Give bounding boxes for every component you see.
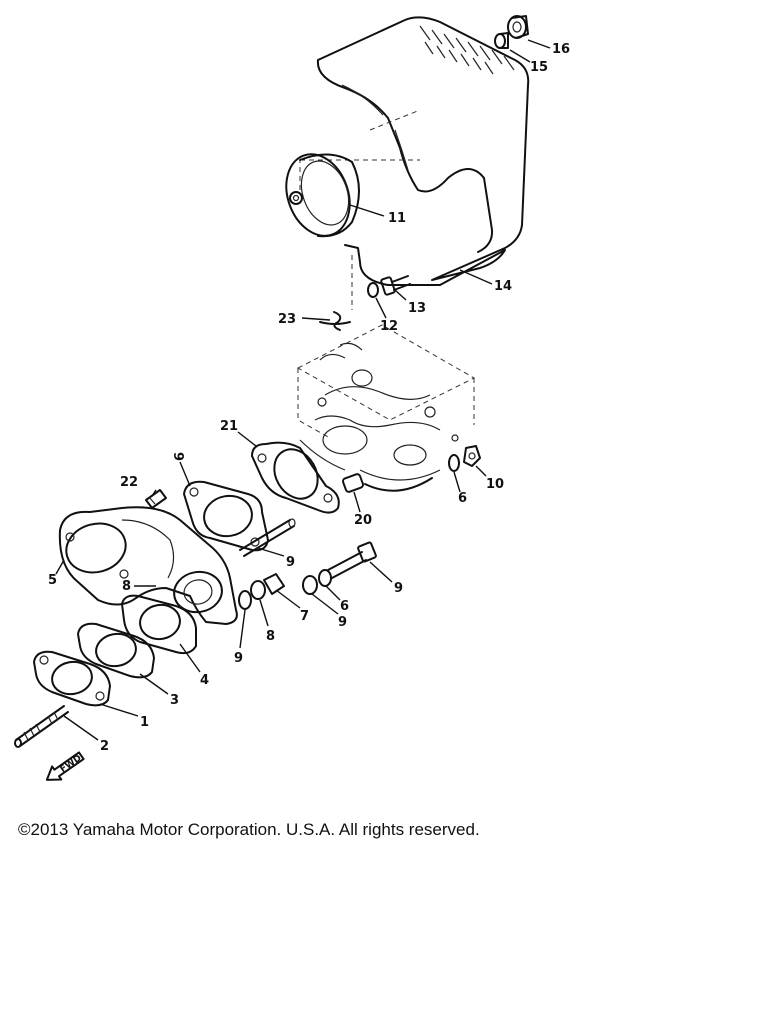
washer-nut-right bbox=[448, 445, 481, 472]
screw-and-washer bbox=[367, 275, 411, 298]
insulator-gasket bbox=[183, 480, 269, 552]
intake-gasket bbox=[77, 622, 155, 679]
callout-23: 23 bbox=[278, 312, 296, 327]
carb-gasket bbox=[251, 441, 340, 514]
air-box-joint bbox=[285, 153, 360, 238]
grommet bbox=[494, 32, 509, 49]
callout-8-lower: 8 bbox=[266, 629, 275, 644]
callout-10: 9 bbox=[394, 581, 403, 596]
callout-22: 22 bbox=[120, 475, 138, 490]
stud-bolt bbox=[14, 705, 69, 748]
manifold-gasket bbox=[121, 594, 197, 655]
callout-13: 10 bbox=[486, 477, 504, 492]
callout-12: 9 bbox=[286, 555, 295, 570]
callout-14: 11 bbox=[388, 211, 406, 226]
lower-washers bbox=[238, 569, 332, 610]
callout-7: 7 bbox=[300, 609, 309, 624]
air-box-cover bbox=[299, 16, 530, 310]
callout-5: 5 bbox=[48, 573, 57, 588]
callout-18: 15 bbox=[530, 60, 548, 75]
bolt bbox=[327, 541, 377, 579]
callout-15: 12 bbox=[380, 319, 398, 334]
callout-19: 16 bbox=[552, 42, 570, 57]
callout-16: 13 bbox=[408, 301, 426, 316]
base-gasket bbox=[33, 650, 111, 707]
leader-lines bbox=[55, 39, 551, 741]
pipe-fitting bbox=[145, 489, 167, 509]
parts-diagram: FWD 16 15 11 14 13 12 bbox=[14, 15, 570, 781]
callout-9-lower: 9 bbox=[234, 651, 243, 666]
callout-4: 4 bbox=[200, 673, 209, 688]
cap-nut bbox=[507, 15, 529, 39]
callout-6-upper: 6 bbox=[458, 491, 467, 506]
intake-manifold bbox=[58, 506, 238, 625]
callout-1: 1 bbox=[140, 715, 149, 730]
callout-eleven: 9 bbox=[170, 452, 185, 461]
callout-labels: 16 15 11 14 13 12 23 21 11 10 9 22 20 9 … bbox=[48, 42, 570, 754]
carburetor-ghost bbox=[296, 324, 476, 492]
fwd-arrow-icon: FWD bbox=[45, 751, 85, 781]
collar bbox=[341, 473, 365, 493]
callout-17: 14 bbox=[494, 279, 512, 294]
callout-8-upper: 8 bbox=[122, 579, 131, 594]
copyright-notice: ©2013 Yamaha Motor Corporation. U.S.A. A… bbox=[18, 820, 480, 839]
fwd-label: FWD bbox=[59, 753, 84, 775]
callout-21: 20 bbox=[354, 513, 372, 528]
spring-clip bbox=[319, 311, 351, 331]
stud-upper bbox=[239, 518, 296, 557]
callout-3: 3 bbox=[170, 693, 179, 708]
callout-6-lower: 6 bbox=[340, 599, 349, 614]
callout-20: 21 bbox=[220, 419, 238, 434]
callout-2: 2 bbox=[100, 739, 109, 754]
callout-9-right: 9 bbox=[338, 615, 347, 630]
